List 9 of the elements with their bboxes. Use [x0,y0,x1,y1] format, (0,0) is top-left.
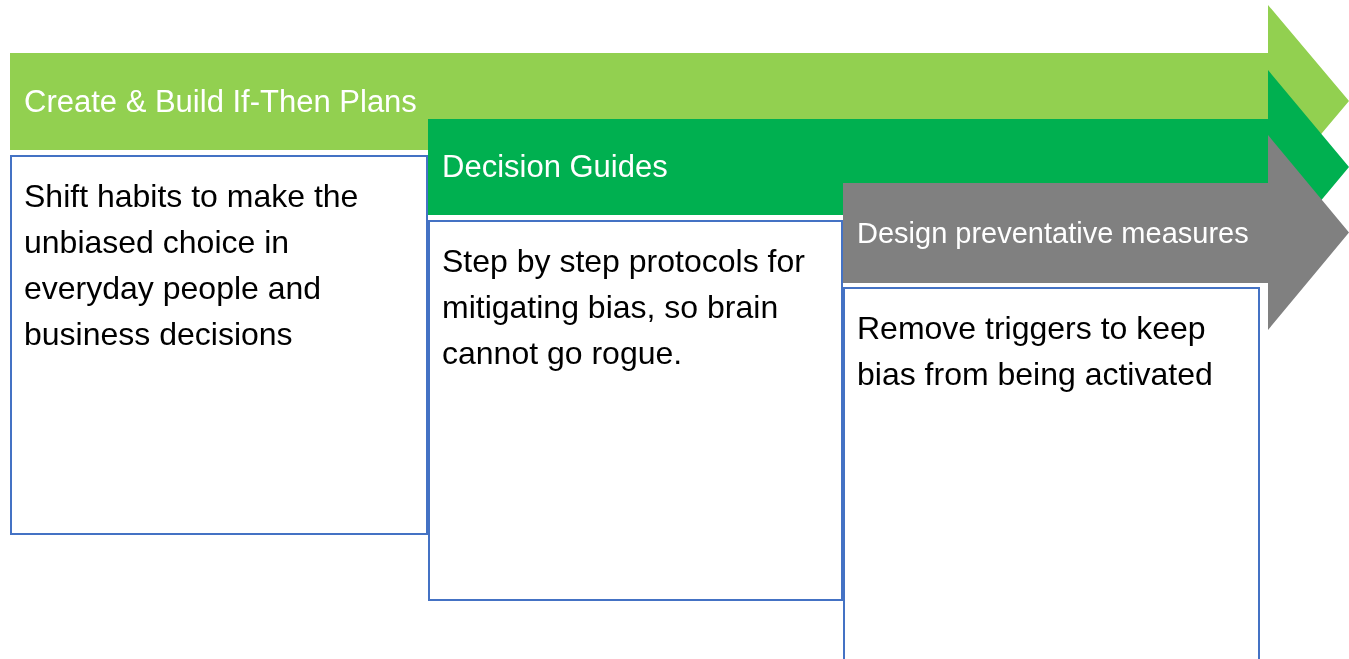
content-panel [428,220,843,601]
arrow-heading: Create & Build If-Then Plans [24,82,418,121]
description-text: Shift habits to make the unbiased choice in everyday people and business decisions [24,177,360,354]
description-text: Step by step protocols for mitigating bias, so brain cannot go rogue. [442,242,806,373]
arrow-heading: Design preventative measures [857,215,1250,251]
description-text: Remove triggers to keep bias from being activated [857,309,1214,394]
content-panel [843,287,1260,659]
content-panel [10,155,428,535]
arrow-heading: Decision Guides [442,148,669,187]
